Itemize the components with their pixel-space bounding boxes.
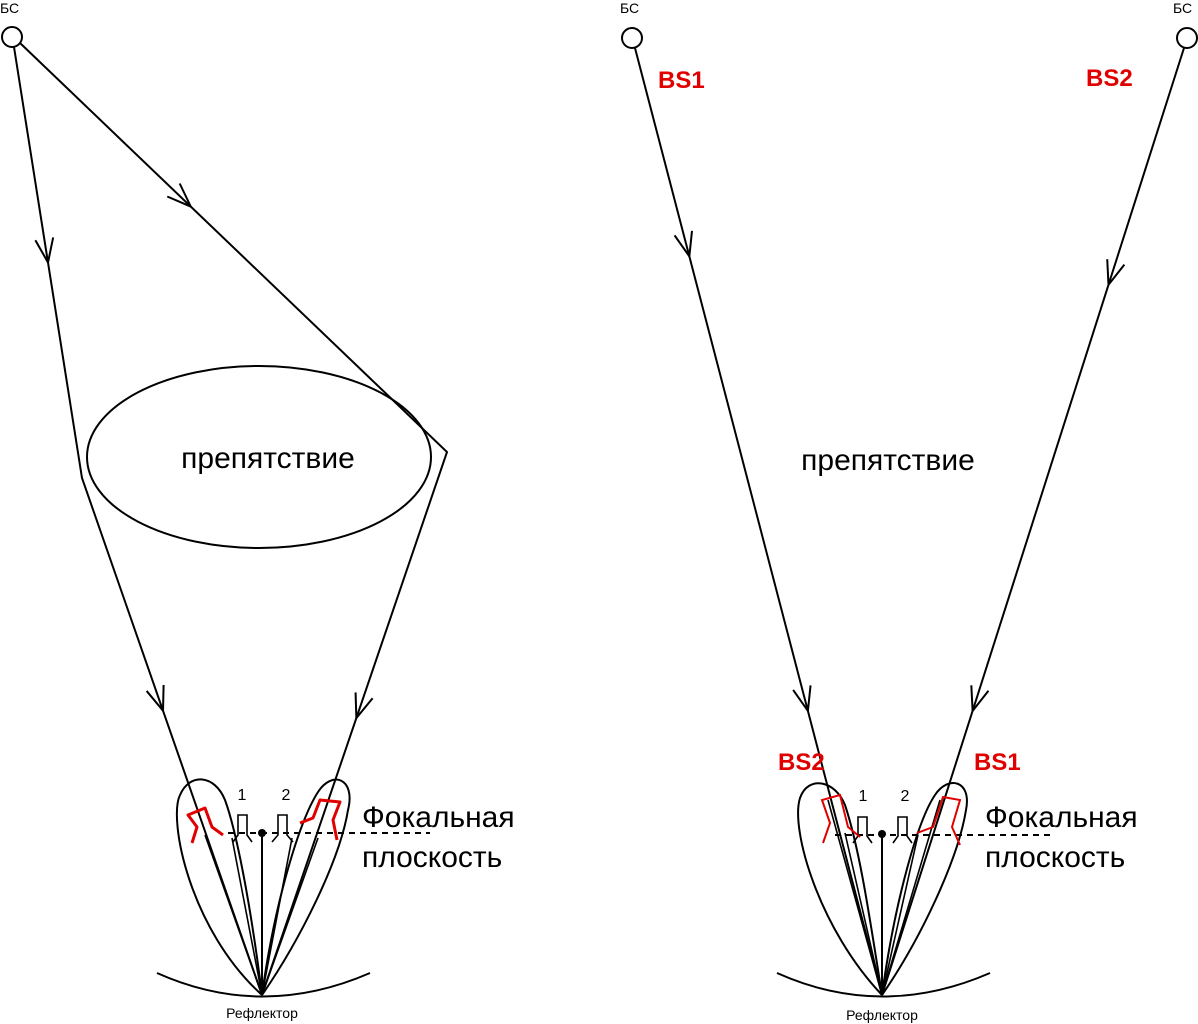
obstacle-label: препятствие [801,444,975,477]
reflector-arc [776,972,991,998]
feed-label-2: 2 [901,788,910,805]
fan-rays [827,799,941,996]
fan-rays [204,833,319,996]
arrow-icon [792,685,812,714]
arrow-icon [354,692,374,721]
feed-label-2: 2 [282,787,291,804]
red-feed-horn-right [299,798,342,841]
feed-horn-1 [232,814,253,843]
focal-point [258,829,266,837]
base-station-1-icon [621,27,643,49]
beam-lobe-right [881,782,968,996]
left-diagram: БС препятствие 1 2 Фокальная плоскость Р… [0,0,515,1021]
feed-horn-1 [852,816,873,844]
beam-lobe-left [175,778,263,996]
bs1-tag: BS1 [658,67,705,94]
ray-path-2 [19,42,449,996]
base-station-label: БС [0,0,19,16]
arrow-icon [145,685,165,714]
arrow-icon [1106,259,1126,288]
reflector-label: Рефлектор [226,1005,298,1021]
arrow-icon [673,230,693,260]
obstacle-label: препятствие [181,442,355,475]
reflector-label: Рефлектор [846,1007,918,1023]
reflector-arc [156,972,371,998]
ray-bs1 [634,47,883,996]
base-station-icon [1,26,23,48]
bs2-tag: BS2 [1086,65,1133,92]
ray-path-1 [13,46,263,996]
red-feed-horn-right [916,795,962,846]
red-feed-horn-left [820,793,861,844]
base-station-1-label: БС [620,0,639,16]
focal-plane-label-1: Фокальная [985,801,1138,834]
focal-point [878,830,886,838]
red-feed-horn-left [186,806,224,844]
beam-lobe-left [797,782,883,996]
direction-arrows [34,183,1126,721]
ray-bs2 [881,47,1185,996]
arrow-icon [34,237,55,266]
arrow-icon [970,685,990,714]
base-station-2-icon [1176,27,1198,49]
beam-lobe-right [261,778,351,996]
obstacle-ellipse [86,365,432,549]
feed-label-1: 1 [859,788,868,805]
feed-label-1: 1 [238,787,247,804]
focal-plane-label-1: Фокальная [362,801,515,834]
focal-plane-label-2: плоскость [985,841,1125,874]
feed-bs2-tag: BS2 [778,749,825,776]
feed-horn-2 [271,814,294,843]
base-station-2-label: БС [1173,0,1192,16]
arrow-icon [166,183,193,209]
right-diagram: БС БС BS1 BS2 препятствие 1 2 BS2 BS1 Фо… [620,0,1198,1023]
feed-horn-2 [892,816,913,844]
feed-bs1-tag: BS1 [974,749,1021,776]
focal-plane-label-2: плоскость [362,841,502,874]
